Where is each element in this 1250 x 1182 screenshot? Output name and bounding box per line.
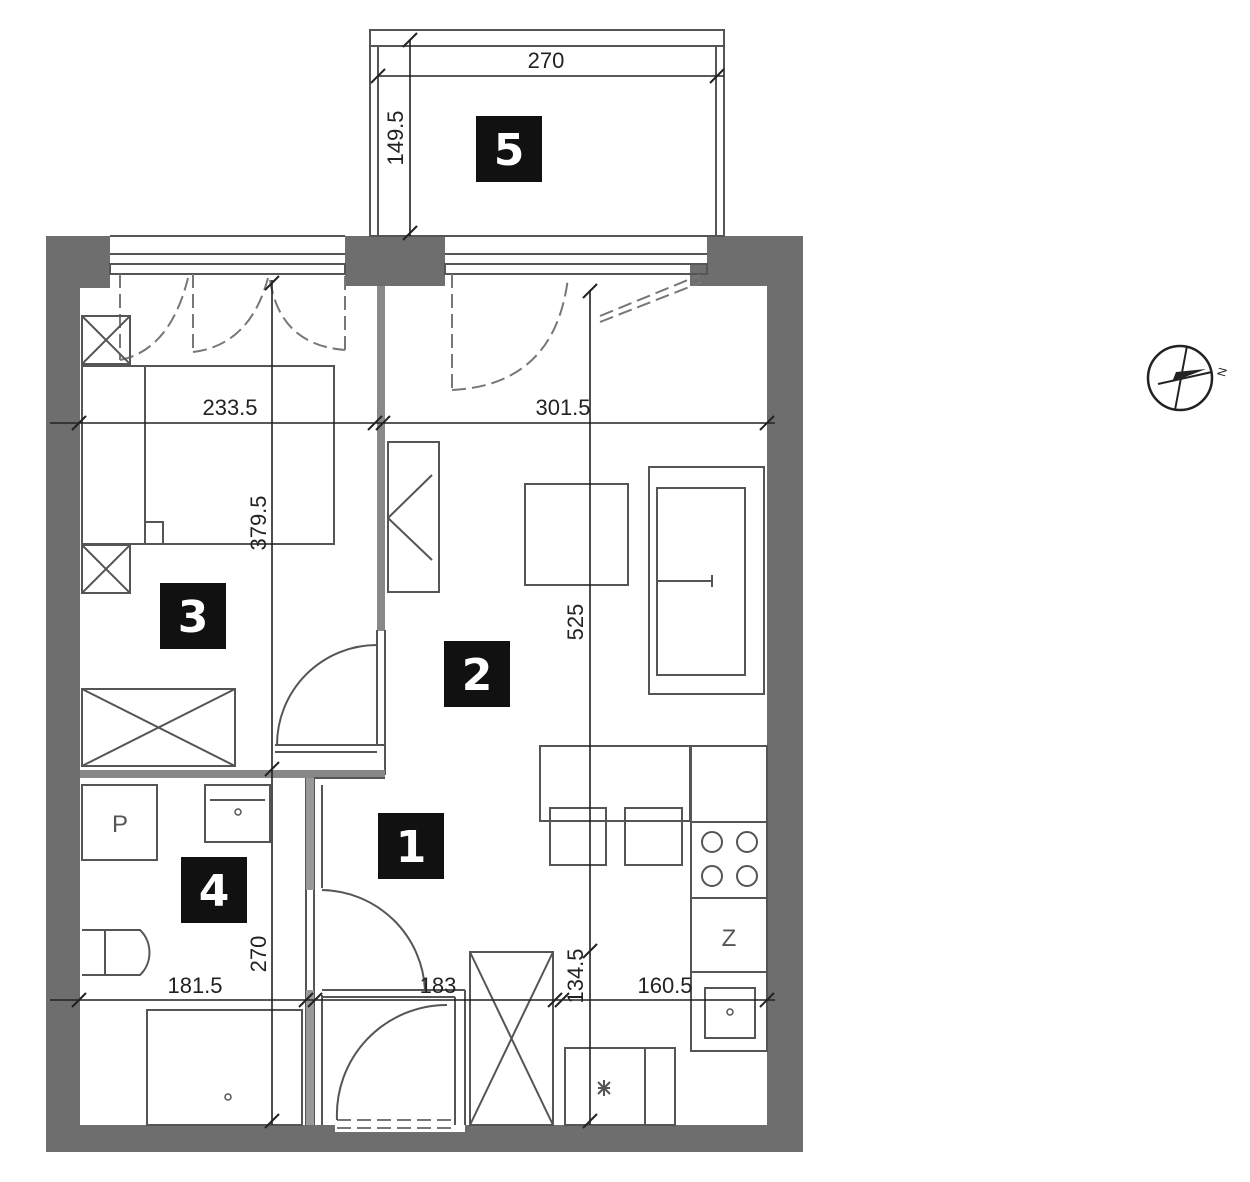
room-badge-4: 4: [181, 857, 247, 923]
living-depth-label: 525: [563, 604, 588, 641]
svg-text:1: 1: [396, 822, 427, 873]
bathroom-fixtures: [81, 784, 303, 1126]
svg-text:3: 3: [178, 592, 209, 643]
room-badge-5: 5: [476, 116, 542, 182]
bedroom-width-label: 233.5: [202, 395, 257, 420]
window-swings: [119, 274, 703, 391]
doors: [276, 644, 448, 1121]
room-badge-2: 2: [444, 641, 510, 707]
windows-top: [109, 235, 708, 275]
kitchen-depth-label: 134.5: [563, 948, 588, 1003]
kitchen-width-label: 160.5: [637, 973, 692, 998]
outer-walls: [46, 236, 803, 1152]
compass-north-label: N: [1214, 366, 1230, 378]
bath-width-label: 181.5: [167, 973, 222, 998]
living-furniture: [387, 441, 765, 866]
room-badge-3: 3: [160, 583, 226, 649]
room-badge-1: 1: [378, 813, 444, 879]
dimension-lines: [50, 32, 775, 1129]
bath-depth-label: 270: [246, 936, 271, 973]
balcony-width-label: 270: [528, 48, 565, 73]
bedroom-furniture: [81, 315, 335, 767]
compass-icon: N: [1146, 344, 1230, 412]
svg-text:5: 5: [494, 125, 525, 176]
interior-walls: [80, 286, 466, 1129]
kitchen: [564, 745, 768, 1126]
fridge-label: Z: [722, 925, 737, 952]
balcony-depth-label: 149.5: [383, 110, 408, 165]
hall-width-label: 183: [420, 973, 457, 998]
hall-wardrobe: [469, 951, 554, 1126]
svg-text:4: 4: [199, 866, 230, 917]
living-width-label: 301.5: [535, 395, 590, 420]
washer-label: P: [112, 811, 128, 838]
svg-text:2: 2: [462, 650, 493, 701]
bedroom-depth-label: 379.5: [246, 495, 271, 550]
